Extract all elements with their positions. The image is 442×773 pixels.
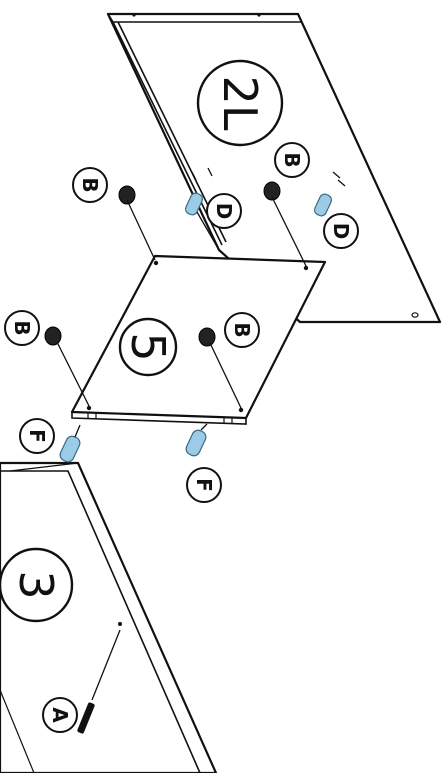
screw-icon: [77, 702, 95, 734]
dowel-d-callout: D: [329, 223, 353, 240]
dowel-icon: [59, 435, 81, 463]
dowel-f-callout: F: [192, 478, 216, 492]
cam-lock-callout: B: [10, 320, 34, 335]
cam-lock-group-1: B: [72, 167, 156, 261]
cam-lock-group-2: B: [263, 142, 310, 267]
panel-5: 5: [70, 254, 327, 425]
cam-lock-icon: [118, 185, 136, 205]
panel-2L-hole: [411, 312, 419, 318]
cam-lock-group-4: B: [198, 312, 260, 409]
cam-lock-group-3: B: [4, 310, 90, 407]
cam-lock-callout: B: [280, 152, 304, 167]
cam-lock-icon: [198, 327, 216, 347]
panel-3-label: 3: [9, 570, 63, 599]
dowel-f-group-2: F: [185, 423, 222, 503]
dowel-d-callout: D: [212, 203, 236, 220]
cam-lock-icon: [44, 326, 62, 346]
dowel-f-group-1: F: [19, 418, 81, 463]
dowel-icon: [184, 192, 204, 216]
screw-a-callout: A: [48, 707, 72, 723]
panel-2L-label: 2L: [213, 76, 267, 131]
dowel-d-group-2: D: [313, 171, 359, 249]
panel-3: 3: [0, 461, 218, 773]
dowel-icon: [313, 193, 333, 217]
screw-a-group: A: [42, 629, 121, 734]
cam-lock-callout: B: [78, 177, 102, 192]
panel-5-label: 5: [121, 332, 175, 361]
dowel-f-callout: F: [25, 429, 49, 443]
cam-lock-callout: B: [230, 322, 254, 337]
panel-2L: 2L: [106, 12, 442, 324]
dowel-icon: [185, 429, 207, 457]
cam-lock-icon: [263, 181, 281, 201]
dowel-d-group-1: D: [184, 167, 242, 251]
